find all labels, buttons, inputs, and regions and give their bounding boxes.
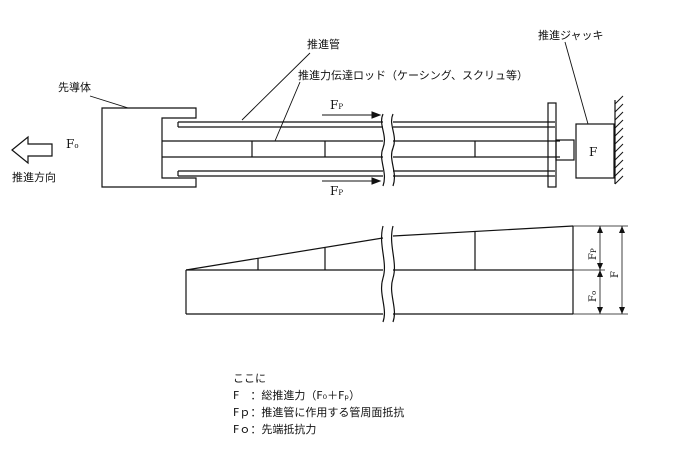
label-leading-body: 先導体 bbox=[58, 81, 91, 94]
legend-heading: ここに bbox=[233, 372, 266, 385]
symbol-fp-bottom: FP bbox=[330, 184, 344, 198]
break-mark-upper bbox=[380, 113, 386, 187]
leader-leading-body bbox=[89, 95, 129, 109]
label-direction: 推進方向 bbox=[12, 171, 56, 184]
wall-hatch bbox=[614, 95, 624, 185]
jack-body bbox=[575, 123, 615, 179]
legend: ここに F ：総推進力（F₀＋Fₚ） Fｐ：推進管に作用する管周面抵抗 Fｏ：先… bbox=[233, 370, 404, 438]
legend-line-f: F ：総推進力（F₀＋Fₚ） bbox=[233, 389, 361, 402]
legend-line-fo: Fｏ：先端抵抗力 bbox=[233, 423, 317, 436]
leader-jack bbox=[564, 41, 589, 125]
label-jack: 推進ジャッキ bbox=[538, 29, 604, 42]
symbol-fo: Fo bbox=[66, 137, 79, 151]
leader-pipe bbox=[241, 52, 311, 121]
dim-fp: FP bbox=[588, 248, 599, 260]
force-distribution bbox=[185, 225, 574, 323]
dimension-arrowheads bbox=[597, 226, 625, 314]
label-rod: 推進力伝達ロッド（ケーシング、スクリュ等） bbox=[298, 69, 529, 82]
label-jack-force: F bbox=[589, 145, 598, 159]
legend-line-fp: Fｐ：推進管に作用する管周面抵抗 bbox=[233, 406, 405, 419]
jack-stem bbox=[555, 139, 575, 161]
jack-flange bbox=[547, 102, 557, 188]
leader-rod bbox=[274, 81, 301, 142]
break-mark-upper-2 bbox=[390, 113, 396, 187]
dim-f: F bbox=[610, 271, 621, 278]
leading-body-outline bbox=[101, 107, 197, 188]
dimension-lines bbox=[573, 225, 628, 315]
label-jacking-pipe: 推進管 bbox=[307, 38, 340, 51]
dim-fo: Fo bbox=[588, 290, 599, 302]
direction-arrow bbox=[11, 135, 53, 165]
symbol-fp-top: FP bbox=[330, 98, 344, 112]
